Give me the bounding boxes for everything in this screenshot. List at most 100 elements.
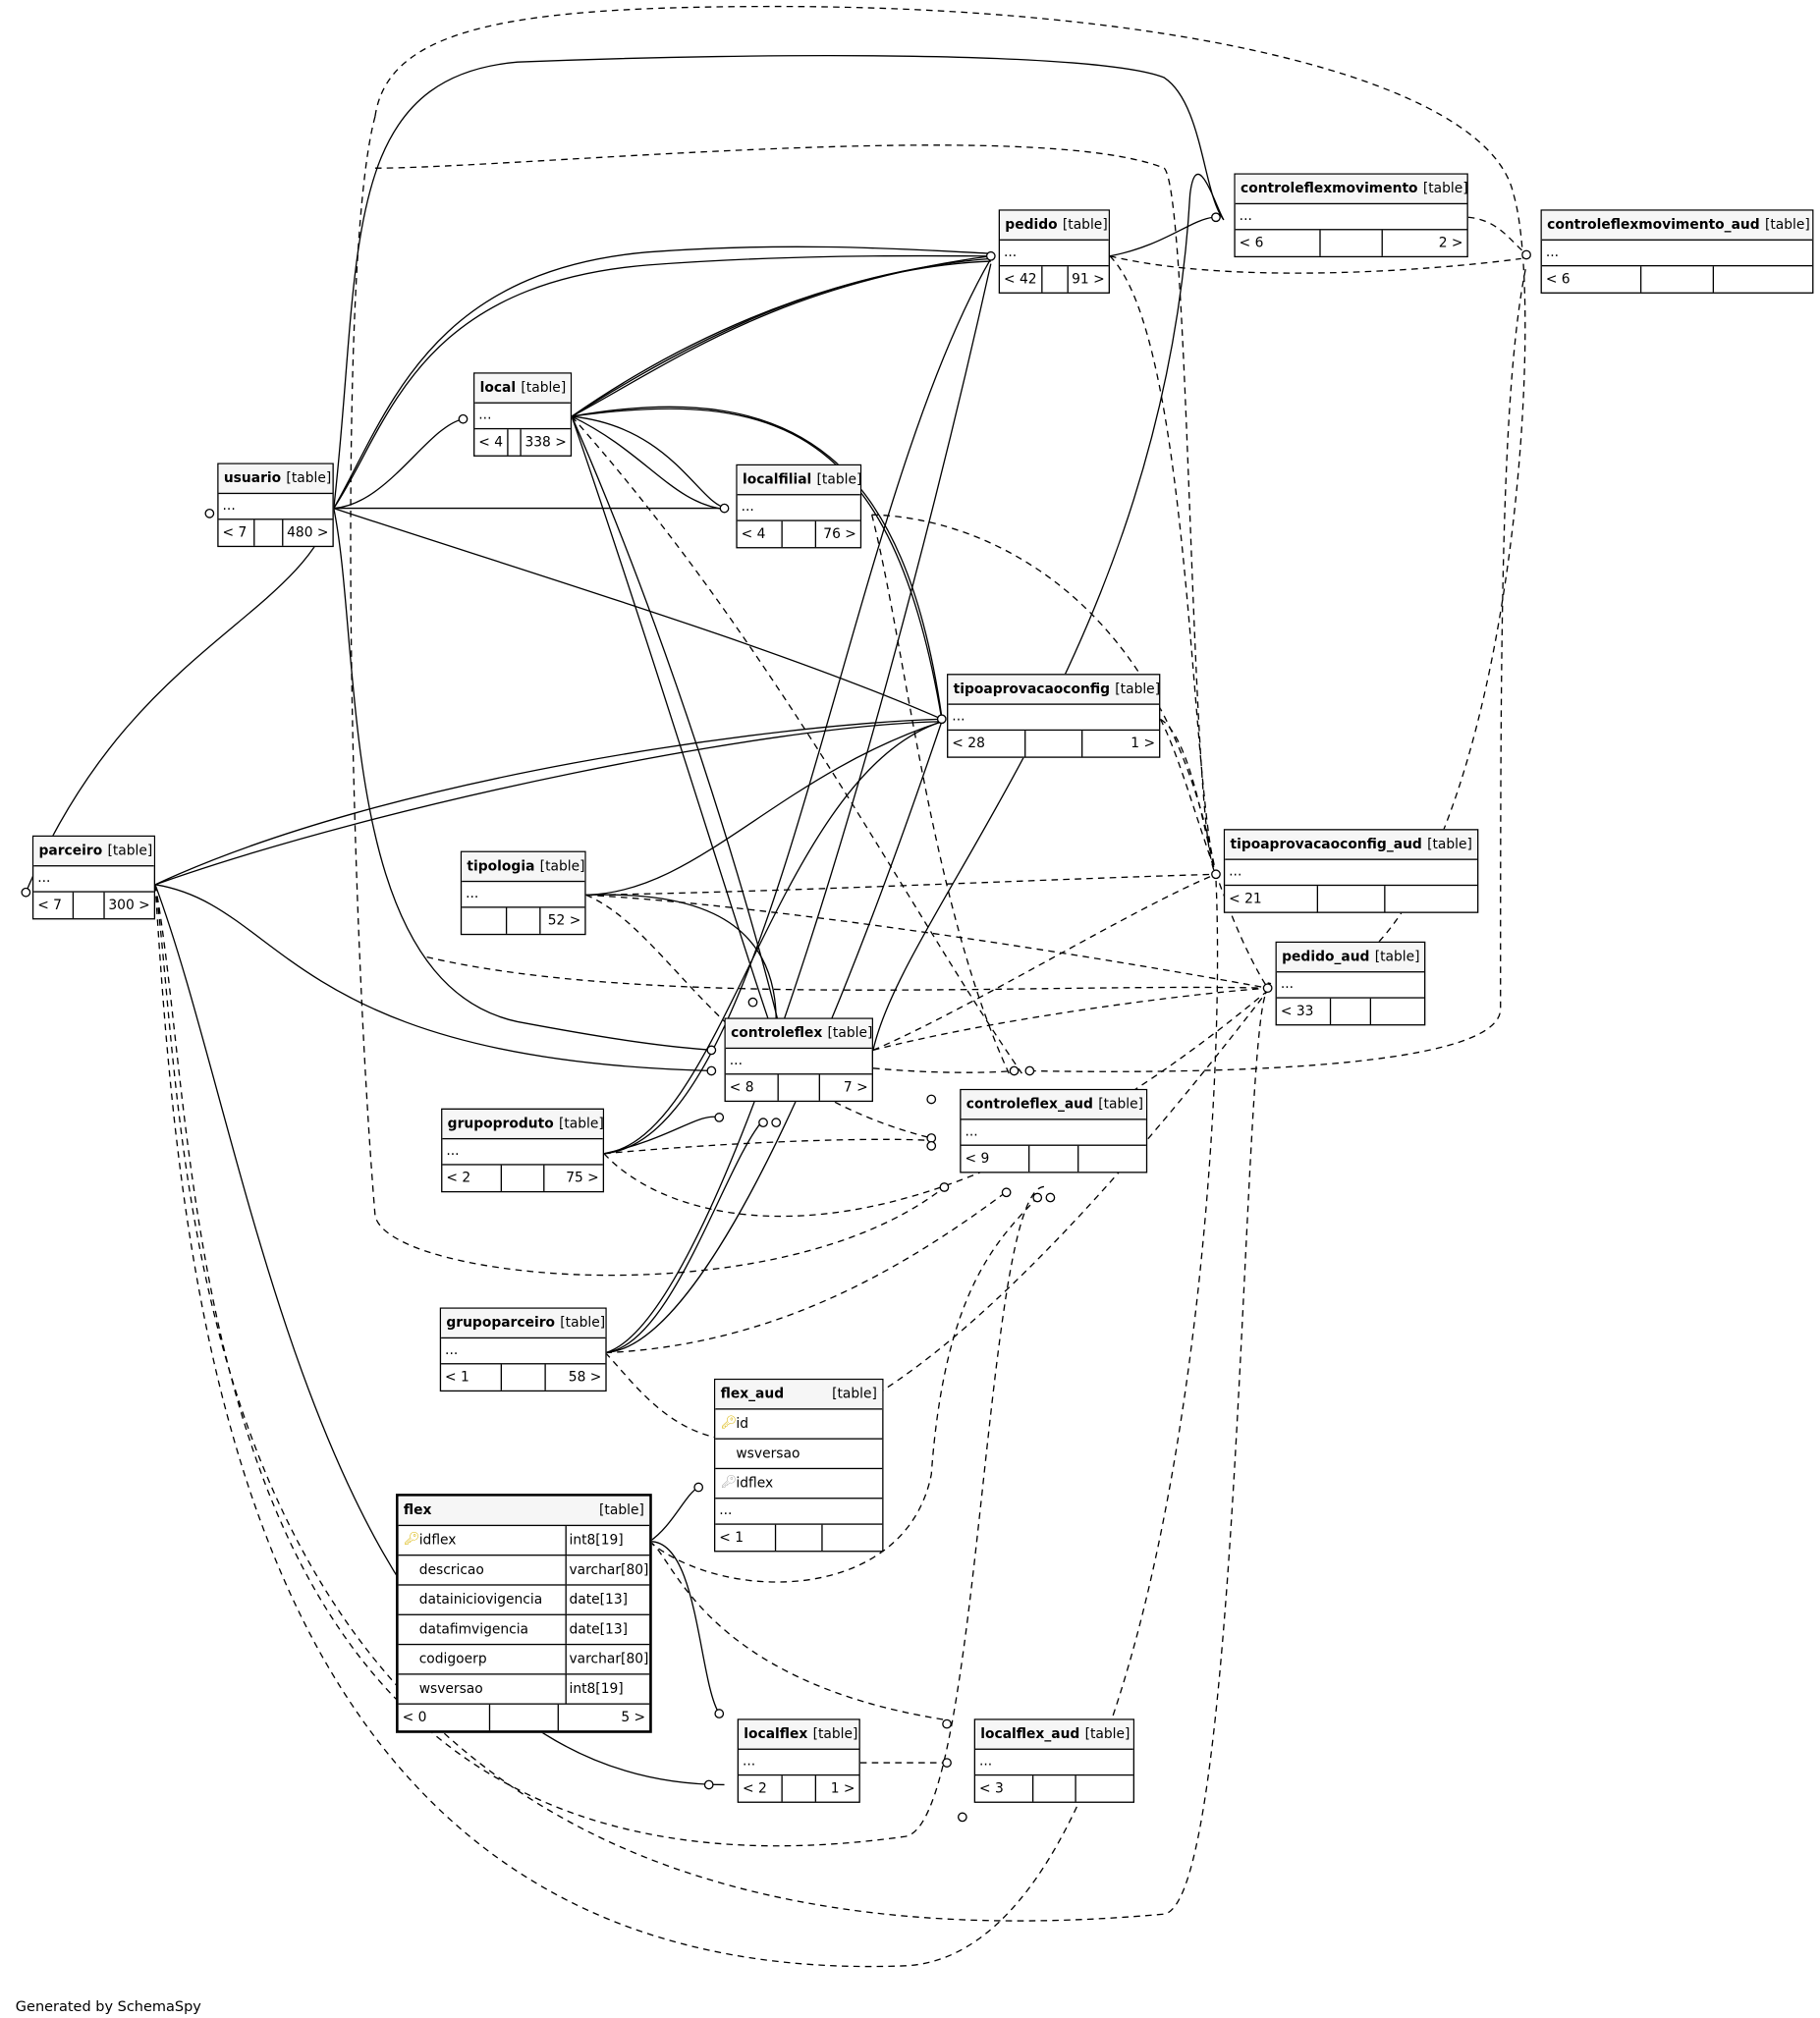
table-tipologia[interactable]: tipologia[table] ... 52 > xyxy=(460,850,586,936)
relationship-line xyxy=(333,418,464,510)
parent-count[interactable]: < 2 xyxy=(739,1775,783,1802)
child-count[interactable]: 58 > xyxy=(568,1369,602,1386)
child-count[interactable]: 7 > xyxy=(843,1079,868,1096)
relationship-line xyxy=(571,260,991,417)
row-count xyxy=(1029,1145,1079,1173)
relationship-endpoint-icon xyxy=(719,503,730,514)
child-count[interactable]: 1 > xyxy=(1131,736,1156,752)
parent-count[interactable]: < 33 xyxy=(1277,998,1331,1025)
relationship-endpoint-icon xyxy=(204,508,215,518)
child-count[interactable]: 338 > xyxy=(524,434,567,451)
row-count xyxy=(1042,266,1069,293)
parent-count[interactable]: < 7 xyxy=(33,892,75,919)
child-count[interactable]: 1 > xyxy=(830,1780,855,1797)
table-type: [table] xyxy=(107,843,153,859)
relationship-line xyxy=(154,721,942,886)
column-row[interactable]: wsversao xyxy=(715,1440,883,1470)
child-count[interactable] xyxy=(1714,266,1812,292)
relationship-line xyxy=(571,415,775,1035)
table-controleflex_aud[interactable]: controleflex_aud[table] ... < 9 xyxy=(960,1088,1148,1173)
child-count[interactable]: 52 > xyxy=(547,912,581,929)
parent-count[interactable]: < 4 xyxy=(474,429,509,456)
column-row[interactable]: 🔑︎idflex xyxy=(715,1469,883,1500)
relationship-line xyxy=(585,894,777,1022)
table-tipoaprovacaoconfig_aud[interactable]: tipoaprovacaoconfig_aud[table] ... < 21 xyxy=(1223,829,1479,913)
child-count[interactable]: 300 > xyxy=(108,897,150,913)
table-controleflexmovimento_aud[interactable]: controleflexmovimento_aud[table] ... < 6 xyxy=(1540,209,1814,294)
relationship-line xyxy=(648,1486,699,1543)
row-count xyxy=(1318,886,1386,912)
parent-count[interactable]: < 8 xyxy=(726,1074,780,1101)
child-count[interactable] xyxy=(822,1525,882,1551)
parent-count[interactable]: < 42 xyxy=(1000,266,1042,293)
columns-ellipsis: ... xyxy=(961,1120,1146,1146)
relationship-line xyxy=(585,873,1216,897)
relationship-endpoint-icon xyxy=(714,1709,725,1718)
child-count[interactable]: 75 > xyxy=(566,1170,599,1186)
parent-count[interactable]: < 28 xyxy=(948,731,1026,757)
relationship-line xyxy=(872,173,1225,1051)
child-count[interactable]: 91 > xyxy=(1072,271,1105,288)
parent-count[interactable]: < 6 xyxy=(1236,230,1321,256)
columns-ellipsis: ... xyxy=(725,1049,872,1075)
table-name: controleflexmovimento xyxy=(1241,181,1418,197)
child-count[interactable] xyxy=(1371,999,1424,1024)
table-type: [table] xyxy=(558,1116,604,1132)
child-count[interactable]: 5 > xyxy=(621,1710,646,1725)
parent-count[interactable]: < 9 xyxy=(962,1145,1029,1173)
parent-count[interactable]: < 2 xyxy=(442,1165,502,1191)
table-type: [table] xyxy=(521,380,567,397)
child-count[interactable] xyxy=(1076,1775,1133,1801)
relationship-endpoint-icon xyxy=(771,1118,782,1128)
columns-ellipsis: ... xyxy=(1235,204,1467,231)
row-count xyxy=(1321,230,1384,256)
parent-count[interactable]: < 4 xyxy=(738,520,783,548)
parent-count[interactable]: < 3 xyxy=(975,1775,1033,1802)
child-count[interactable]: 480 > xyxy=(287,524,329,541)
column-type: date[13] xyxy=(569,1621,629,1638)
table-flex_aud[interactable]: flex_aud[table] 🔑︎id wsversao 🔑︎idflex .… xyxy=(713,1378,884,1553)
table-pedido_aud[interactable]: pedido_aud[table] ... < 33 xyxy=(1275,941,1426,1026)
child-count[interactable]: 76 > xyxy=(823,526,856,542)
relationship-line xyxy=(571,406,943,717)
relationship-line xyxy=(585,894,1268,989)
relationship-line xyxy=(350,116,945,1277)
column-row[interactable]: 🔑︎id xyxy=(715,1410,883,1440)
row-count xyxy=(777,1524,823,1552)
row-count xyxy=(782,520,817,548)
parent-count[interactable]: < 7 xyxy=(219,519,255,546)
child-count[interactable] xyxy=(1079,1146,1146,1172)
parent-count[interactable]: < 1 xyxy=(441,1364,502,1391)
table-localflex_aud[interactable]: localflex_aud[table] ... < 3 xyxy=(973,1718,1135,1803)
columns-ellipsis: ... xyxy=(1000,241,1109,267)
parent-count[interactable]: < 0 xyxy=(399,1704,491,1731)
child-count[interactable]: 2 > xyxy=(1438,235,1463,251)
row-count xyxy=(783,1775,816,1802)
relationship-endpoint-icon xyxy=(1262,983,1273,994)
parent-count[interactable]: < 21 xyxy=(1225,886,1318,912)
parent-count[interactable]: < 1 xyxy=(715,1524,777,1552)
parent-count[interactable] xyxy=(462,907,507,934)
relationship-endpoint-icon xyxy=(714,1113,725,1122)
column-name: wsversao xyxy=(736,1445,800,1462)
child-count[interactable] xyxy=(1386,886,1477,911)
parent-count[interactable]: < 6 xyxy=(1542,266,1642,293)
